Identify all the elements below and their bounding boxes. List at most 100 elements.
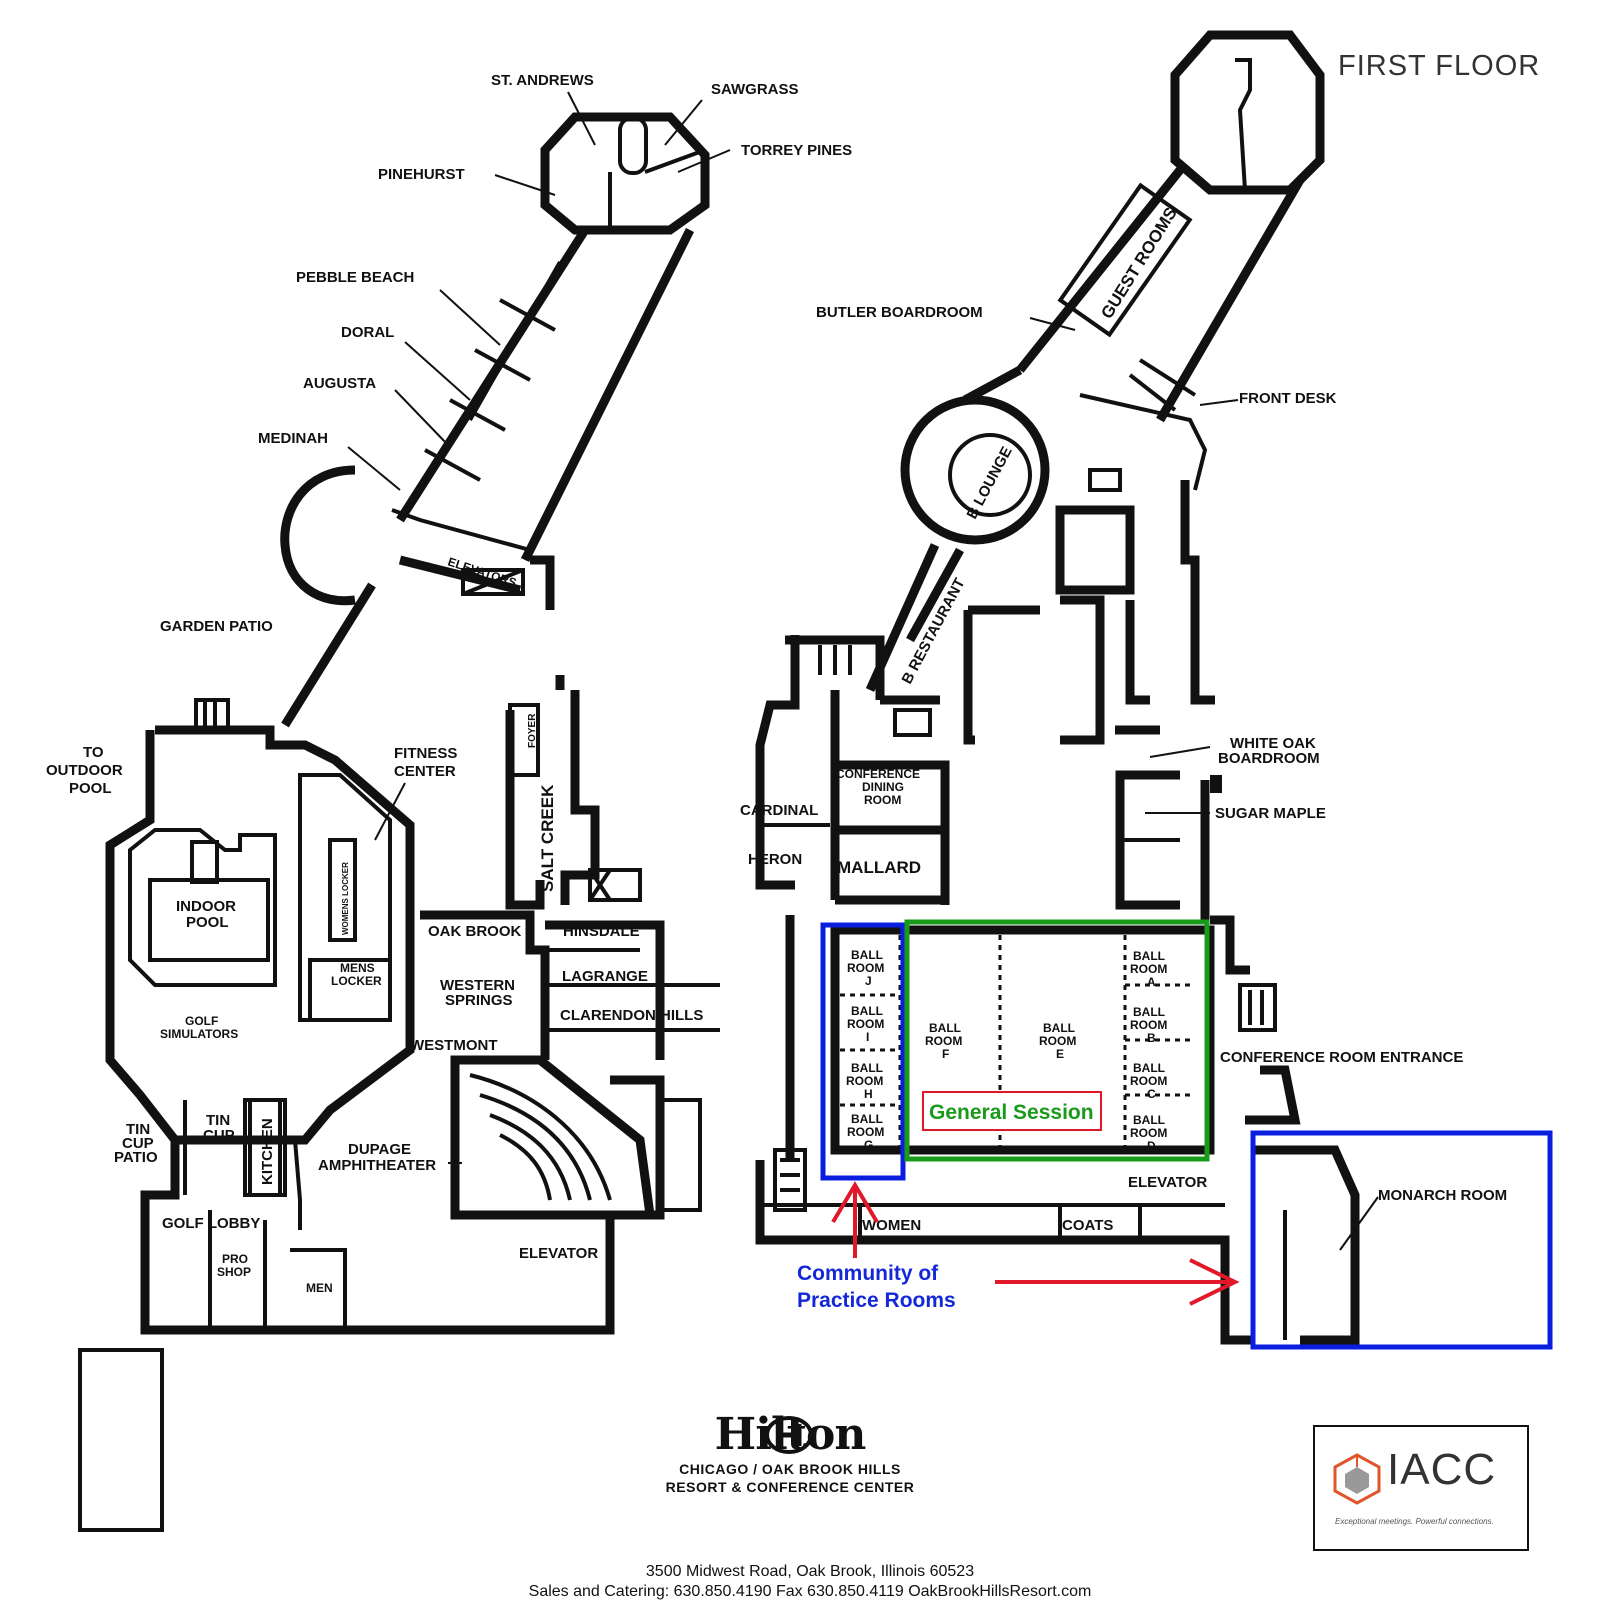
svg-text:E: E [1056, 1047, 1064, 1061]
label-garden-patio: GARDEN PATIO [160, 618, 273, 635]
community-label-1: Community of [797, 1262, 939, 1285]
hilton-logo-icon [765, 1416, 813, 1454]
label-men: MEN [306, 1281, 333, 1295]
label-kitchen: KITCHEN [259, 1118, 276, 1185]
session-annotations: General Session Community of Practice Ro… [797, 919, 1553, 1350]
svg-text:C: C [1147, 1087, 1156, 1101]
svg-text:D: D [1147, 1139, 1156, 1153]
label-tin-cup-patio-3: PATIO [114, 1149, 158, 1166]
svg-text:BALL: BALL [851, 1004, 883, 1018]
label-monarch-room: MONARCH ROOM [1378, 1187, 1507, 1204]
community-label-2: Practice Rooms [797, 1289, 956, 1312]
label-conference-room-entrance: CONFERENCE ROOM ENTRANCE [1220, 1049, 1463, 1066]
svg-text:ROOM: ROOM [847, 961, 884, 975]
label-fitness-center-2: CENTER [394, 763, 456, 780]
general-session-label: General Session [929, 1101, 1094, 1124]
svg-text:G: G [864, 1138, 873, 1152]
svg-text:BALL: BALL [1133, 1113, 1165, 1127]
label-salt-creek: SALT CREEK [538, 784, 557, 892]
label-mens-locker-1: MENS [340, 961, 375, 975]
label-pinehurst: PINEHURST [378, 166, 465, 183]
label-coats: COATS [1062, 1217, 1113, 1234]
label-tin-cup-2: CUP [203, 1127, 235, 1144]
label-lagrange: LAGRANGE [562, 968, 648, 985]
label-white-oak-1: WHITE OAK [1230, 735, 1316, 752]
label-doral: DORAL [341, 324, 394, 341]
label-indoor-pool-2: POOL [186, 914, 229, 931]
label-golf-simulators-1: GOLF [185, 1014, 218, 1028]
label-pebble-beach: PEBBLE BEACH [296, 269, 414, 286]
label-fitness-center-1: FITNESS [394, 745, 457, 762]
label-dupage-1: DUPAGE [348, 1141, 411, 1158]
ballroom-f: BALL ROOM F [925, 1021, 962, 1061]
label-white-oak-2: BOARDROOM [1218, 750, 1320, 767]
label-westmont: WESTMONT [410, 1037, 498, 1054]
label-tin-cup-patio-2: CUP [122, 1135, 154, 1152]
svg-text:BALL: BALL [851, 948, 883, 962]
label-st-andrews: ST. ANDREWS [491, 72, 594, 89]
ballroom-labels: BALL ROOM J BALL ROOM I BALL ROOM H BALL… [846, 948, 1167, 1153]
svg-text:ROOM: ROOM [1130, 1126, 1167, 1140]
floor-title: FIRST FLOOR [1338, 50, 1541, 82]
svg-text:H: H [864, 1087, 873, 1101]
label-to-outdoor-pool-2: OUTDOOR [46, 762, 123, 779]
ballroom-i: BALL ROOM I [847, 1004, 884, 1044]
community-box-monarch [1250, 1130, 1553, 1350]
address-line-1: 3500 Midwest Road, Oak Brook, Illinois 6… [645, 1563, 975, 1580]
label-hinsdale: HINSDALE [563, 923, 640, 940]
svg-text:ROOM: ROOM [1130, 1074, 1167, 1088]
general-session-label-box [922, 1091, 1102, 1131]
label-mallard: MALLARD [837, 858, 921, 877]
label-torrey-pines: TORREY PINES [741, 142, 852, 159]
label-butler-boardroom: BUTLER BOARDROOM [816, 304, 983, 321]
address-block: 3500 Midwest Road, Oak Brook, Illinois 6… [420, 1562, 1200, 1602]
label-cardinal: CARDINAL [740, 802, 818, 819]
label-dupage-2: AMPHITHEATER [318, 1157, 436, 1174]
ballroom-b: BALL ROOM B [1130, 1005, 1167, 1045]
label-oak-brook: OAK BROOK [428, 923, 522, 940]
svg-text:ROOM: ROOM [847, 1125, 884, 1139]
label-pro-shop-2: SHOP [217, 1265, 251, 1279]
svg-text:ROOM: ROOM [847, 1017, 884, 1031]
community-box-left [820, 922, 906, 1181]
label-conference-dining-1: CONFERENCE [836, 767, 920, 781]
arrow-right-to-monarch [995, 1258, 1240, 1306]
svg-text:BALL: BALL [929, 1021, 961, 1035]
label-pro-shop-1: PRO [222, 1252, 248, 1266]
label-indoor-pool-1: INDOOR [176, 898, 236, 915]
ballroom-j: BALL ROOM J [847, 948, 884, 988]
ballroom-g: BALL ROOM G [847, 1112, 884, 1152]
ballroom-d: BALL ROOM D [1130, 1113, 1167, 1153]
label-conference-dining-2: DINING [862, 780, 904, 794]
label-medinah: MEDINAH [258, 430, 328, 447]
label-clarendon-hills: CLARENDON HILLS [560, 1007, 703, 1024]
left-wing-plan [78, 112, 720, 1532]
label-conference-dining-3: ROOM [864, 793, 901, 807]
label-heron: HERON [748, 851, 802, 868]
hilton-subtitle-1: CHICAGO / OAK BROOK HILLS [679, 1461, 901, 1477]
label-front-desk: FRONT DESK [1239, 390, 1337, 407]
svg-text:BALL: BALL [1043, 1021, 1075, 1035]
svg-text:ROOM: ROOM [925, 1034, 962, 1048]
ballroom-c: BALL ROOM C [1130, 1061, 1167, 1101]
label-tin-cup-patio-1: TIN [126, 1121, 150, 1138]
label-augusta: AUGUSTA [303, 375, 376, 392]
iacc-name: IACC [1387, 1445, 1497, 1494]
label-western-springs-1: WESTERN [440, 977, 515, 994]
ballroom-e: BALL ROOM E [1039, 1021, 1076, 1061]
hilton-branding: Hilton CHICAGO / OAK BROOK HILLS RESORT … [600, 1405, 980, 1496]
svg-text:A: A [1147, 975, 1156, 989]
iacc-logo: IACC Exceptional meetings. Powerful conn… [1313, 1425, 1529, 1551]
svg-text:ROOM: ROOM [1130, 1018, 1167, 1032]
label-elevator-left: ELEVATOR [519, 1245, 598, 1262]
label-to-outdoor-pool-3: POOL [69, 780, 112, 797]
general-session-box [904, 919, 1210, 1162]
svg-text:F: F [942, 1047, 949, 1061]
svg-text:J: J [865, 974, 872, 988]
label-tin-cup-1: TIN [206, 1112, 230, 1129]
arrow-up-to-ballrooms [831, 1181, 879, 1258]
svg-text:BALL: BALL [1133, 949, 1165, 963]
svg-text:BALL: BALL [851, 1112, 883, 1126]
address-line-2: Sales and Catering: 630.850.4190 Fax 630… [528, 1583, 1092, 1600]
label-women: WOMEN [862, 1217, 921, 1234]
